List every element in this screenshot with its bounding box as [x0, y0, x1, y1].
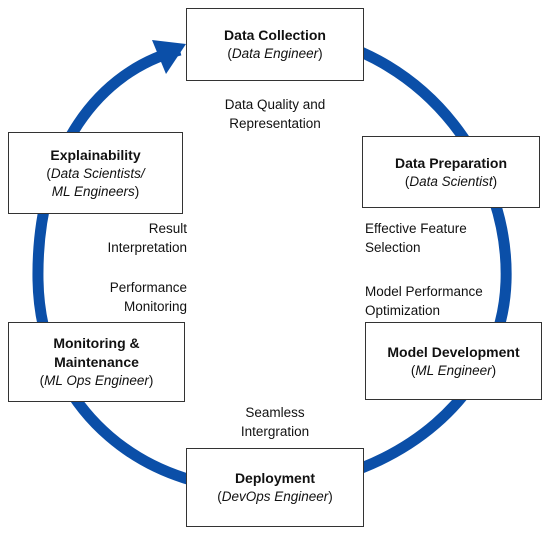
stage-title: Data Collection — [224, 27, 326, 43]
stage-title-line: Maintenance — [54, 354, 139, 370]
stage-title: Explainability — [50, 146, 141, 163]
stage-role: (Data Scientist) — [404, 173, 498, 189]
stage-deployment: Deployment (DevOps Engineer) — [186, 448, 364, 527]
stage-title: Data Preparation — [394, 154, 508, 171]
transition-label-feature-selection: Effective Feature Selection — [365, 221, 467, 255]
stage-model-development: Model Development (ML Engineer) — [365, 322, 542, 400]
stage-title: Model Development — [387, 343, 520, 360]
cycle-arrowhead — [152, 40, 186, 74]
stage-explainability: Explainability (Data Scientists/ ML Engi… — [8, 132, 183, 214]
stage-role: (ML Engineer) — [410, 362, 497, 378]
transition-label-result-interpretation: Result Interpretation — [107, 221, 187, 255]
transition-label-model-optimization: Model Performance Optimization — [365, 284, 483, 318]
stage-role: (Data Scientists/ — [46, 165, 145, 181]
stage-data-collection: Data Collection (Data Engineer) — [186, 8, 364, 81]
stage-role: ML Engineers) — [51, 183, 140, 199]
stage-title: Deployment — [234, 470, 316, 486]
stage-role: (DevOps Engineer) — [217, 489, 333, 504]
stage-role: (ML Ops Engineer) — [39, 373, 154, 388]
transition-label-data-quality: Data Quality and Representation — [224, 97, 326, 131]
transition-label-seamless-integration: Seamless Intergration — [240, 405, 310, 439]
stage-role: (Data Engineer) — [227, 46, 323, 61]
stage-monitoring-maintenance: Monitoring & Maintenance (ML Ops Enginee… — [8, 322, 185, 402]
transition-label-performance-monitoring: Performance Monitoring — [109, 280, 187, 314]
stage-data-preparation: Data Preparation (Data Scientist) — [362, 136, 540, 208]
stage-title-line: Monitoring & — [53, 335, 140, 351]
